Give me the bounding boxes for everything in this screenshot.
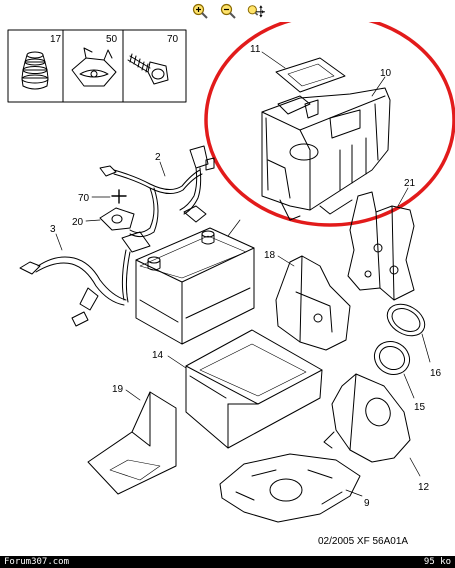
callout-3: 3 — [50, 224, 56, 235]
box-label-17: 17 — [50, 34, 62, 45]
clip-icon — [71, 47, 117, 87]
bolt-icon — [127, 53, 169, 85]
callout-2: 2 — [155, 152, 161, 163]
exploded-parts-diagram: 17 50 70 — [0, 13, 455, 556]
part-2-positive-cable — [99, 145, 215, 238]
part-20-clamp-plate — [99, 207, 135, 231]
part-10-battery-cover — [261, 87, 391, 221]
callout-18: 18 — [264, 250, 276, 261]
diagram-reference: 02/2005 XF 56A01A — [318, 536, 409, 547]
pan-icon[interactable] — [247, 2, 265, 20]
callout-20: 20 — [72, 217, 84, 228]
callout-10: 10 — [380, 68, 392, 79]
callout-19: 19 — [112, 384, 124, 395]
part-11-cover-plate — [275, 57, 346, 93]
callout-9: 9 — [364, 498, 370, 509]
box-label-70: 70 — [167, 34, 179, 45]
zoom-in-icon[interactable] — [191, 2, 209, 20]
viewer-toolbar — [0, 0, 455, 22]
file-size-label: 95 ko — [423, 557, 451, 567]
zoom-out-icon[interactable] — [219, 2, 237, 20]
part-21-support-bracket — [347, 191, 415, 301]
part-9-base-plate — [219, 453, 361, 523]
callout-16: 16 — [430, 368, 442, 379]
callout-12: 12 — [418, 482, 430, 493]
part-3-negative-cable — [19, 231, 151, 327]
battery — [135, 227, 255, 345]
callout-11: 11 — [250, 44, 261, 55]
callout-70: 70 — [78, 193, 90, 204]
part-16-grommet-cover — [386, 303, 426, 337]
part-15-seal-ring — [373, 340, 411, 376]
part-18-bracket — [275, 255, 351, 351]
part-14-battery-tray — [185, 329, 323, 449]
callout-14: 14 — [152, 350, 164, 361]
part-19-tray-floor — [87, 391, 177, 495]
callout-21: 21 — [404, 178, 416, 189]
part-70-bolt — [111, 189, 127, 204]
site-label[interactable]: Forum307.com — [4, 557, 70, 567]
box-label-50: 50 — [106, 34, 118, 45]
status-footer: Forum307.com 95 ko — [0, 556, 455, 568]
part-12-lower-bracket — [323, 373, 411, 463]
grommet-icon — [21, 51, 49, 90]
small-parts-box: 17 50 70 — [7, 29, 187, 103]
callout-15: 15 — [414, 402, 426, 413]
highlight-circle — [204, 13, 455, 227]
